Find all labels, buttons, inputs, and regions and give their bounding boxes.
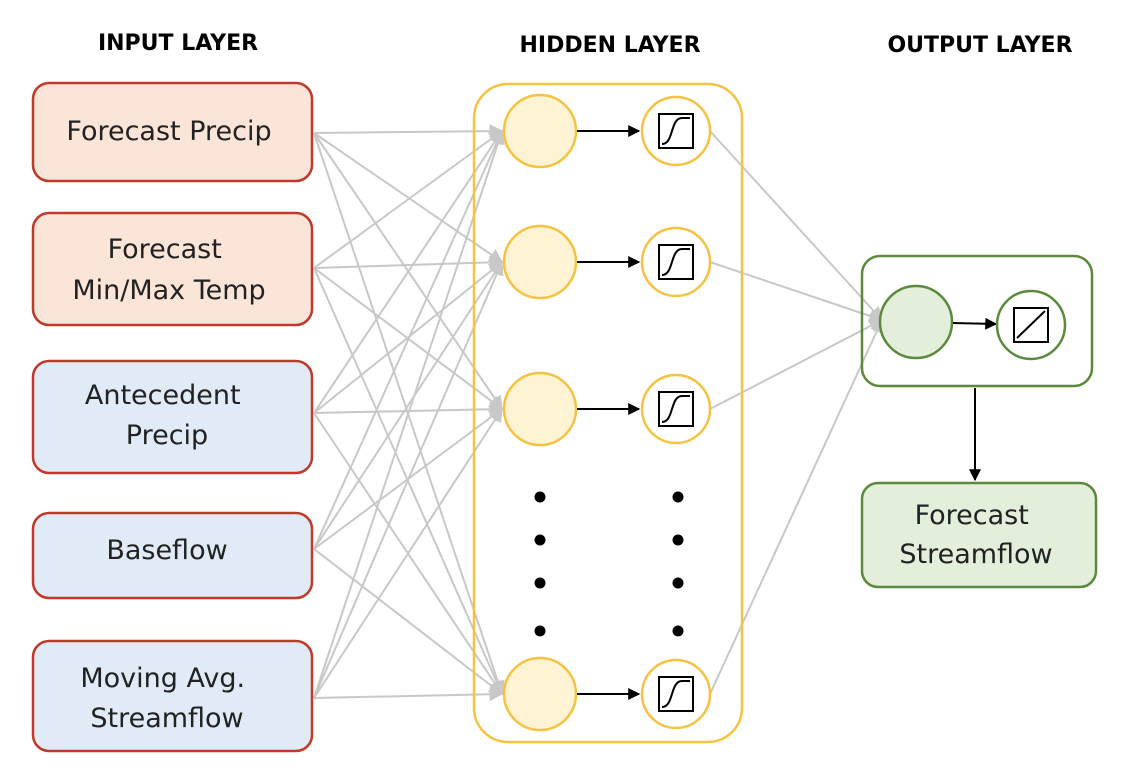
connection-line (313, 260, 504, 699)
input-node-forecast-precip: Forecast Precip (31, 81, 314, 183)
hidden-layer-container (472, 82, 744, 744)
svg-text:Forecast Min/Max Temp: Forecast Min/Max Temp (72, 234, 265, 306)
ellipsis-dot (672, 625, 684, 637)
connection-line (709, 261, 884, 323)
ellipsis-dot (534, 625, 546, 637)
connection-line (313, 407, 503, 699)
sigmoid-icon (658, 676, 694, 712)
input-node-antecedent-precip: Antecedent Precip (31, 359, 314, 475)
input-label-line: Streamflow (90, 703, 243, 734)
output-label-line: Forecast (915, 500, 1029, 531)
sigmoid-icon (658, 391, 694, 427)
connection-line (709, 318, 884, 695)
output-neuron (878, 284, 1067, 361)
connection-line (313, 129, 503, 414)
ellipsis-dot (534, 491, 546, 503)
connection-line (313, 687, 504, 702)
ellipsis-dot (672, 577, 684, 589)
input-box (31, 211, 314, 327)
connection-line (709, 130, 883, 322)
svg-text:Moving Avg. Streamflow: Moving Avg. Streamflow (80, 663, 253, 734)
connection-line (313, 129, 504, 550)
input-label-line: Forecast Precip (66, 116, 271, 147)
hidden-layer-heading: HIDDEN LAYER (519, 33, 700, 58)
connection-line (313, 260, 503, 550)
input-box (31, 81, 314, 183)
connection-line (313, 255, 504, 270)
input-label-line: Min/Max Temp (72, 275, 265, 306)
hidden-neuron (502, 224, 712, 300)
input-node-baseflow: Baseflow (31, 511, 314, 600)
hidden-neuron (502, 93, 712, 169)
linear-icon (1013, 307, 1049, 343)
ellipsis-dot (672, 534, 684, 546)
hidden-neurons (502, 93, 712, 732)
input-box (31, 639, 314, 753)
input-node-forecast-temp: Forecast Min/Max Temp (31, 211, 314, 327)
output-layer-container (860, 254, 1094, 388)
hidden-neuron (502, 656, 712, 732)
ellipsis-dot (672, 491, 684, 503)
hidden-neuron (502, 371, 712, 447)
output-layer-heading: OUTPUT LAYER (887, 33, 1072, 58)
input-label-line: Moving Avg. (80, 663, 245, 694)
hidden-neuron-circle (502, 656, 578, 732)
svg-text:Forecast Precip: Forecast Precip (66, 116, 271, 147)
connection-line (313, 130, 504, 269)
svg-text:Baseflow: Baseflow (106, 535, 227, 566)
hidden-neuron-circle (502, 371, 578, 447)
svg-text:Forecast Streamflow: Forecast Streamflow (899, 500, 1052, 570)
ellipsis-dot (534, 534, 546, 546)
output-box (860, 481, 1098, 589)
connection-line (313, 548, 504, 695)
input-node-moving-avg-streamflow: Moving Avg. Streamflow (31, 639, 314, 753)
connection-line (313, 261, 504, 414)
output-label-line: Streamflow (899, 539, 1052, 570)
hidden-neuron-circle (502, 93, 578, 169)
sigmoid-icon (658, 113, 694, 149)
svg-text:Antecedent Precip: Antecedent Precip (85, 380, 249, 451)
connection-line (313, 129, 505, 699)
ellipsis-dots (534, 491, 684, 637)
input-box (31, 359, 314, 475)
output-node-forecast-streamflow: Forecast Streamflow (860, 481, 1098, 589)
output-neuron-circle (878, 284, 954, 360)
connections (313, 124, 884, 702)
connection-line (313, 124, 504, 139)
hidden-neuron-circle (502, 224, 578, 300)
input-box (31, 511, 314, 600)
sigmoid-icon (658, 244, 694, 280)
input-layer-heading: INPUT LAYER (98, 31, 258, 56)
output-neuron-arrow (952, 317, 998, 330)
connection-line (709, 319, 884, 410)
input-label-line: Baseflow (106, 535, 227, 566)
input-label-line: Forecast (108, 234, 222, 265)
ellipsis-dot (534, 577, 546, 589)
connection-line (313, 402, 504, 417)
input-label-line: Precip (126, 420, 208, 451)
input-label-line: Antecedent (85, 380, 241, 411)
connection-line (313, 132, 504, 263)
